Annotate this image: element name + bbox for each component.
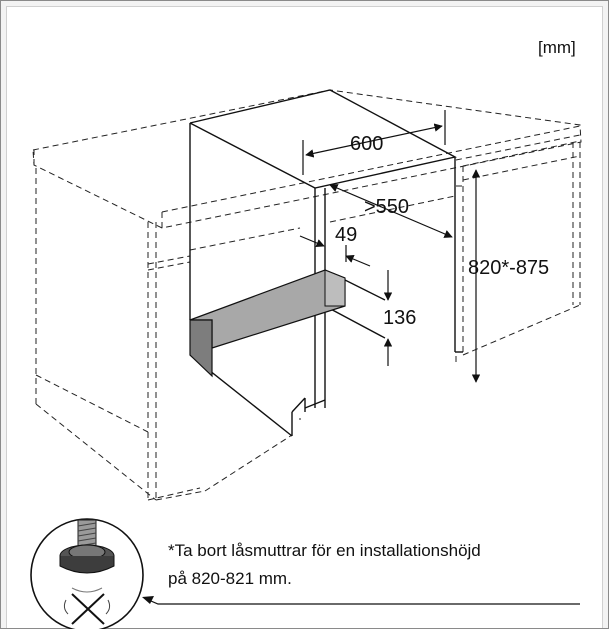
right-cabinet-outline xyxy=(455,134,581,366)
dimension-depth xyxy=(329,184,453,238)
footnote-line-2: på 820-821 mm. xyxy=(168,569,292,588)
footnote-line-1: *Ta bort låsmuttrar för en installations… xyxy=(168,541,481,560)
height-label: 820*-875 xyxy=(468,257,549,279)
worktop-outline xyxy=(32,89,582,229)
dimension-plinth-depth xyxy=(299,235,371,267)
depth-label: >550 xyxy=(364,196,409,218)
adjustable-leg-detail xyxy=(30,518,144,629)
plinth-height-label: 136 xyxy=(383,307,416,329)
plinth-shading xyxy=(189,269,346,378)
note-leader-line xyxy=(142,596,580,605)
plinth-depth-label: 49 xyxy=(335,224,357,246)
dimension-width xyxy=(302,110,446,175)
niche-outline xyxy=(189,89,463,437)
left-cabinet-outline xyxy=(35,168,293,501)
unit-label: [mm] xyxy=(538,38,576,57)
width-label: 600 xyxy=(350,133,383,155)
